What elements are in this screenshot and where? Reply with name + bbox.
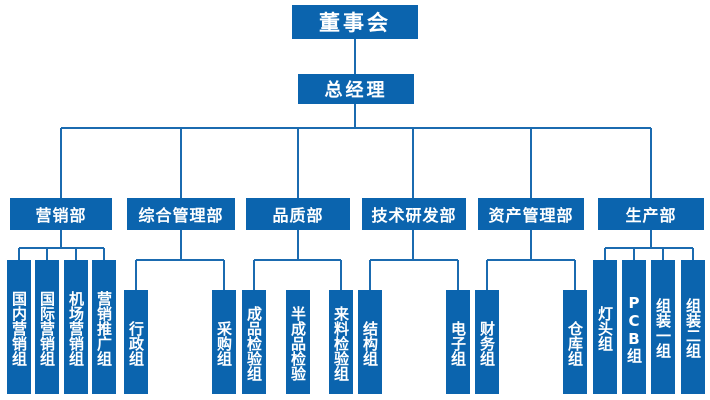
node-dept-marketing: 营销部 — [10, 198, 112, 230]
node-unit-pcb: PCB组 — [622, 260, 646, 394]
node-unit-airport-sales: 机场营销组 — [64, 260, 88, 394]
node-unit-lamp-cap: 灯头组 — [593, 260, 617, 394]
node-unit-finance: 财务组 — [475, 290, 499, 394]
node-unit-semi-inspection: 半成品检验 — [286, 290, 310, 394]
node-dept-assets: 资产管理部 — [478, 198, 584, 230]
node-unit-electronics: 电子组 — [446, 290, 470, 394]
node-unit-assembly-1: 组装一组 — [651, 260, 675, 394]
node-dept-rnd: 技术研发部 — [362, 198, 466, 230]
node-unit-incoming-inspection: 来料检验组 — [329, 290, 353, 394]
node-unit-assembly-2: 组装二组 — [681, 260, 705, 394]
node-unit-promotion: 营销推广组 — [92, 260, 116, 394]
node-dept-admin: 综合管理部 — [127, 198, 235, 230]
node-unit-administration: 行政组 — [124, 290, 148, 394]
node-unit-structure: 结构组 — [358, 290, 382, 394]
node-unit-product-inspection: 成品检验组 — [242, 290, 266, 394]
node-unit-purchasing: 采购组 — [212, 290, 236, 394]
node-general-manager: 总经理 — [298, 74, 414, 104]
node-unit-domestic-sales: 国内营销组 — [7, 260, 31, 394]
node-board: 董事会 — [292, 5, 418, 39]
node-unit-warehouse: 仓库组 — [563, 290, 587, 394]
node-dept-quality: 品质部 — [246, 198, 350, 230]
node-unit-intl-sales: 国际营销组 — [35, 260, 59, 394]
node-dept-production: 生产部 — [598, 198, 704, 230]
